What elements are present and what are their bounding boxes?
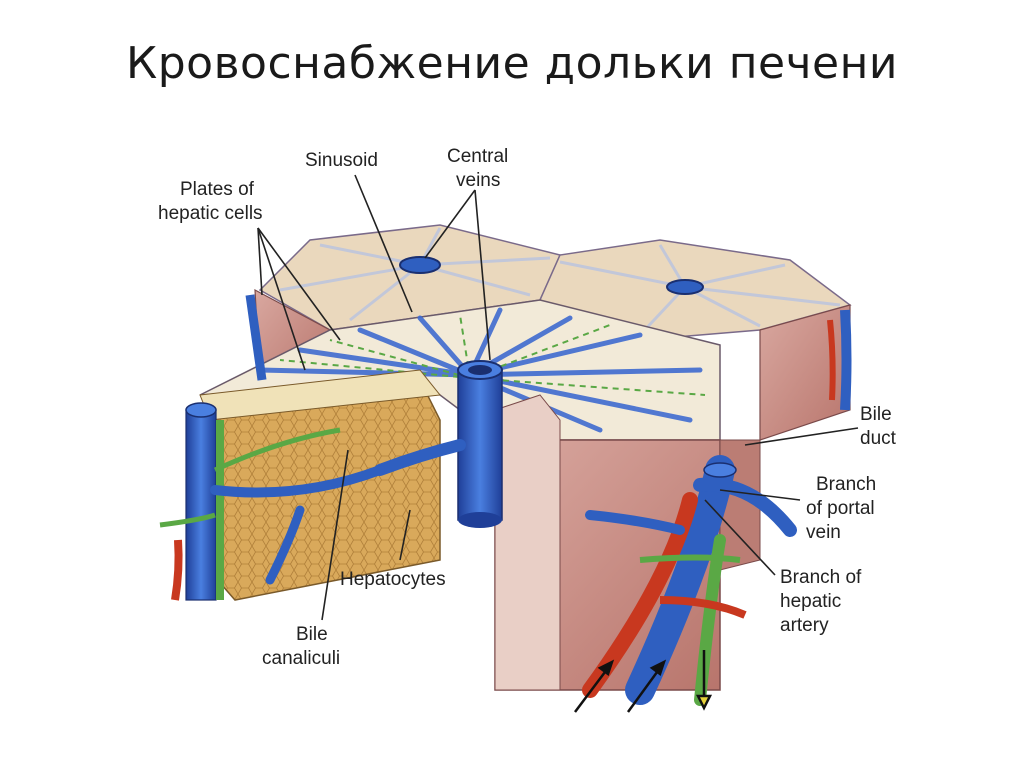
- label-hepatic-artery-line1: Branch of: [780, 567, 862, 588]
- leader-lines: [257, 174, 859, 621]
- label-plates-line1: Plates of: [180, 179, 255, 200]
- lobule-top-right: [538, 239, 852, 341]
- edge-artery-right: [827, 319, 836, 401]
- label-hepatic-artery-line2: hepatic: [780, 591, 841, 612]
- central-vein-branch: [374, 439, 466, 476]
- label-hepatic-artery-line3: artery: [780, 615, 829, 636]
- flow-arrows: [574, 650, 713, 713]
- lobule-cut-wall-inner: [494, 394, 561, 691]
- label-hepatocytes: Hepatocytes: [340, 569, 446, 590]
- label-sinusoid: Sinusoid: [305, 150, 378, 171]
- label-bile-canaliculi-line1: Bile: [296, 624, 328, 645]
- label-plates-line2: hepatic cells: [158, 203, 263, 224]
- label-bile-duct-line2: duct: [860, 428, 897, 449]
- label-bile-duct-line1: Bile: [860, 404, 892, 425]
- label-central-veins-line1: Central: [447, 146, 508, 167]
- label-portal-vein-line3: vein: [806, 522, 841, 543]
- label-bile-canaliculi-line2: canaliculi: [262, 648, 340, 669]
- portal-triad-left: [159, 402, 385, 601]
- edge-vein-top-left: [245, 294, 267, 381]
- label-portal-vein-line2: of portal: [806, 498, 875, 519]
- edge-vein-top-right: [840, 309, 852, 411]
- slide-title: Кровоснабжение дольки печени: [126, 38, 898, 89]
- label-central-veins-line2: veins: [456, 170, 500, 191]
- label-portal-vein-line1: Branch: [816, 474, 876, 495]
